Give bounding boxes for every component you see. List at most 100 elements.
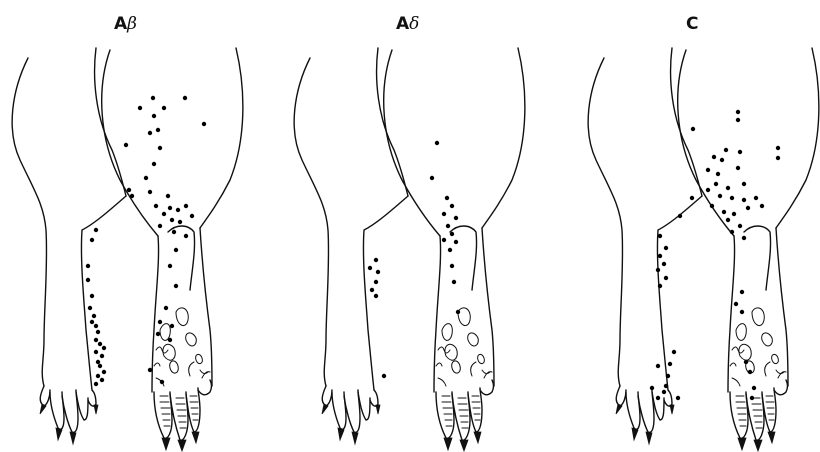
receptive-field-dot-adelta <box>456 310 460 314</box>
receptive-field-dot-c <box>658 234 662 238</box>
receptive-field-dot-c <box>726 218 730 222</box>
receptive-field-dot-c <box>726 186 730 190</box>
receptive-field-dot-c <box>650 386 654 390</box>
receptive-field-dot-c <box>690 196 694 200</box>
receptive-field-dot-adelta <box>448 248 452 252</box>
receptive-field-dot-adelta <box>376 270 380 274</box>
receptive-field-dot-c <box>730 230 734 234</box>
receptive-field-dot-abeta <box>158 320 162 324</box>
receptive-field-dot-abeta <box>166 194 170 198</box>
receptive-field-dot-abeta <box>94 324 98 328</box>
receptive-field-dot-abeta <box>90 294 94 298</box>
receptive-field-dot-abeta <box>88 306 92 310</box>
receptive-field-dot-c <box>744 360 748 364</box>
receptive-field-dot-abeta <box>94 338 98 342</box>
receptive-field-dot-abeta <box>158 146 162 150</box>
receptive-field-dot-adelta <box>382 374 386 378</box>
receptive-field-dot-adelta <box>374 258 378 262</box>
receptive-field-dot-adelta <box>450 232 454 236</box>
receptive-field-dot-abeta <box>98 364 102 368</box>
receptive-field-dot-abeta <box>168 264 172 268</box>
receptive-field-dot-abeta <box>152 114 156 118</box>
receptive-field-dot-abeta <box>90 238 94 242</box>
receptive-field-dot-abeta <box>170 324 174 328</box>
receptive-field-dot-c <box>736 110 740 114</box>
receptive-field-dot-c <box>740 290 744 294</box>
receptive-field-dot-c <box>716 172 720 176</box>
receptive-field-dot-c <box>658 254 662 258</box>
receptive-field-dot-abeta <box>92 314 96 318</box>
receptive-field-dot-abeta <box>168 206 172 210</box>
receptive-field-dot-c <box>691 127 695 131</box>
receptive-field-dot-c <box>722 210 726 214</box>
receptive-field-dot-c <box>746 206 750 210</box>
receptive-field-dot-adelta <box>374 280 378 284</box>
receptive-field-dot-adelta <box>446 224 450 228</box>
receptive-field-dot-c <box>732 212 736 216</box>
receptive-field-dot-abeta <box>86 264 90 268</box>
receptive-field-dot-c <box>672 350 676 354</box>
receptive-field-dot-abeta <box>184 234 188 238</box>
receptive-field-dot-abeta <box>102 346 106 350</box>
receptive-field-dot-c <box>706 188 710 192</box>
receptive-field-dot-c <box>664 384 668 388</box>
receptive-field-dot-adelta <box>442 212 446 216</box>
receptive-field-dot-abeta <box>156 332 160 336</box>
receptive-field-dot-adelta <box>374 294 378 298</box>
receptive-field-dot-c <box>720 158 724 162</box>
receptive-field-dot-adelta <box>454 240 458 244</box>
receptive-field-dot-abeta <box>96 374 100 378</box>
receptive-field-dot-abeta <box>184 204 188 208</box>
limb-outline-c <box>588 48 819 451</box>
limb-outline-adelta <box>294 48 525 451</box>
receptive-field-dot-adelta <box>442 238 446 242</box>
receptive-field-dot-c <box>676 396 680 400</box>
receptive-field-dot-c <box>710 204 714 208</box>
receptive-field-dot-abeta <box>162 212 166 216</box>
receptive-field-dots <box>86 96 780 400</box>
receptive-field-dot-abeta <box>174 284 178 288</box>
limb-outline-abeta <box>12 48 243 451</box>
receptive-field-dot-abeta <box>124 143 128 147</box>
receptive-field-dot-c <box>742 182 746 186</box>
receptive-field-dot-abeta <box>156 128 160 132</box>
receptive-field-dot-c <box>664 276 668 280</box>
receptive-field-dot-abeta <box>148 368 152 372</box>
receptive-field-dot-c <box>714 182 718 186</box>
receptive-field-dot-c <box>656 364 660 368</box>
receptive-field-dot-c <box>678 214 682 218</box>
receptive-field-dot-c <box>724 148 728 152</box>
receptive-field-dot-c <box>734 302 738 306</box>
receptive-field-dot-abeta <box>172 230 176 234</box>
receptive-field-dot-abeta <box>144 176 148 180</box>
receptive-field-dot-abeta <box>86 278 90 282</box>
receptive-field-dot-abeta <box>190 214 194 218</box>
receptive-field-dot-c <box>662 262 666 266</box>
receptive-field-dot-c <box>736 166 740 170</box>
receptive-field-dot-c <box>664 246 668 250</box>
receptive-field-dot-c <box>742 236 746 240</box>
receptive-field-dot-adelta <box>454 216 458 220</box>
receptive-field-dot-abeta <box>164 306 168 310</box>
receptive-field-dot-abeta <box>148 131 152 135</box>
receptive-field-dot-abeta <box>160 380 164 384</box>
receptive-field-dot-abeta <box>178 220 182 224</box>
receptive-field-dot-c <box>740 310 744 314</box>
receptive-field-dot-abeta <box>96 360 100 364</box>
receptive-field-dot-abeta <box>158 224 162 228</box>
receptive-field-dot-abeta <box>100 354 104 358</box>
receptive-field-dot-abeta <box>94 228 98 232</box>
receptive-field-dot-adelta <box>435 141 439 145</box>
receptive-field-dot-abeta <box>138 106 142 110</box>
receptive-field-dot-c <box>656 396 660 400</box>
receptive-field-dot-abeta <box>96 330 100 334</box>
receptive-field-dot-abeta <box>94 350 98 354</box>
receptive-field-dot-abeta <box>152 162 156 166</box>
receptive-field-dot-adelta <box>368 266 372 270</box>
receptive-field-dot-c <box>656 268 660 272</box>
receptive-field-dot-c <box>750 396 754 400</box>
receptive-field-dot-c <box>662 390 666 394</box>
receptive-field-dot-c <box>738 150 742 154</box>
